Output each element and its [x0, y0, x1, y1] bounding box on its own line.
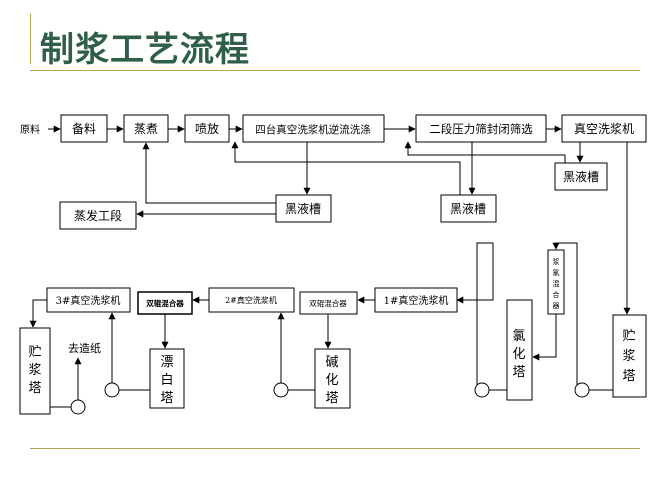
- storage-left-char3: 塔: [28, 381, 41, 396]
- mixer-v-char5: 器: [553, 302, 560, 310]
- cook-label: 蒸煮: [134, 122, 158, 136]
- screen-label: 二段压力筛封闭筛选: [429, 122, 533, 136]
- alkali-char2: 化: [325, 373, 338, 388]
- bleach-char1: 漂: [160, 354, 173, 370]
- alkali-char1: 碱: [325, 355, 338, 370]
- prep-label: 备料: [72, 122, 96, 136]
- bleach-tower-box: [149, 348, 185, 409]
- chlor-char3: 塔: [512, 365, 525, 380]
- arrow-mixer-chlor: [532, 314, 557, 361]
- storage-left-char1: 贮: [28, 345, 41, 360]
- raw-material-label: 原料: [20, 123, 40, 136]
- pipe-pump-wash1: [456, 242, 494, 385]
- bleach-char2: 白: [160, 372, 173, 388]
- mixer-v-char3: 混: [553, 279, 560, 288]
- chlorination-tower-box: [506, 299, 533, 401]
- pump-bleach: [104, 382, 120, 398]
- title-rule: [30, 70, 640, 71]
- storage-right-char3: 塔: [622, 369, 635, 384]
- footer-rule: [30, 448, 640, 449]
- storage-right-char2: 浆: [622, 349, 635, 364]
- title-accent-line: [30, 14, 31, 64]
- arrow-wash3-storage: [29, 299, 47, 328]
- return-black-cook: [142, 142, 276, 204]
- black-liquor-right-label: 黑液槽: [450, 201, 486, 216]
- mixer-v-char4: 合: [553, 290, 560, 299]
- wash2-label: 2#真空洗浆机: [225, 295, 277, 305]
- mixer-v-char2: 氯: [553, 268, 560, 277]
- wash4-label: 四台真空洗浆机逆流洗涤: [255, 123, 371, 136]
- storage-left-char2: 浆: [28, 363, 41, 378]
- alkali-char3: 塔: [325, 391, 338, 406]
- evap-box: [59, 201, 137, 230]
- papermaking-label: 去造纸: [68, 341, 101, 355]
- wash3-label: 3#真空洗浆机: [56, 294, 121, 307]
- vacwash-label: 真空洗浆机: [574, 121, 634, 136]
- pump-right: [574, 382, 590, 398]
- mixer2-label: 双辊混合器: [309, 298, 347, 308]
- slide-title: 制浆工艺流程: [40, 30, 250, 70]
- storage-right-char1: 贮: [622, 329, 635, 344]
- pipe-pump-mixer: [552, 242, 578, 385]
- black-liquor-small-box: [554, 162, 608, 191]
- wash1-label: 1#真空洗浆机: [384, 294, 449, 307]
- vacwash-box: [561, 114, 647, 143]
- black-liquor-small-label: 黑液槽: [563, 169, 599, 184]
- black-liquor-right-box: [440, 194, 497, 223]
- pump-chlor: [474, 382, 490, 398]
- return-black-wash4: [231, 141, 461, 195]
- storage-left-box: [19, 327, 51, 415]
- evap-label: 蒸发工段: [74, 208, 122, 223]
- mixer-bold-label: 双辊混合器: [146, 298, 184, 308]
- chlor-char2: 化: [512, 347, 525, 362]
- pump-storage-left: [70, 399, 86, 415]
- chlor-char1: 氯: [512, 329, 525, 344]
- return-black-screen: [404, 141, 566, 163]
- black-liquor-mid-box: [275, 194, 332, 223]
- mixer-v-char1: 浆: [553, 257, 560, 266]
- blow-label: 喷放: [195, 121, 219, 136]
- pump-alkali: [273, 382, 289, 398]
- black-liquor-mid-label: 黑液槽: [285, 201, 321, 216]
- alkali-tower-box: [314, 348, 351, 409]
- storage-right-box: [612, 314, 647, 398]
- bleach-char3: 塔: [160, 391, 173, 406]
